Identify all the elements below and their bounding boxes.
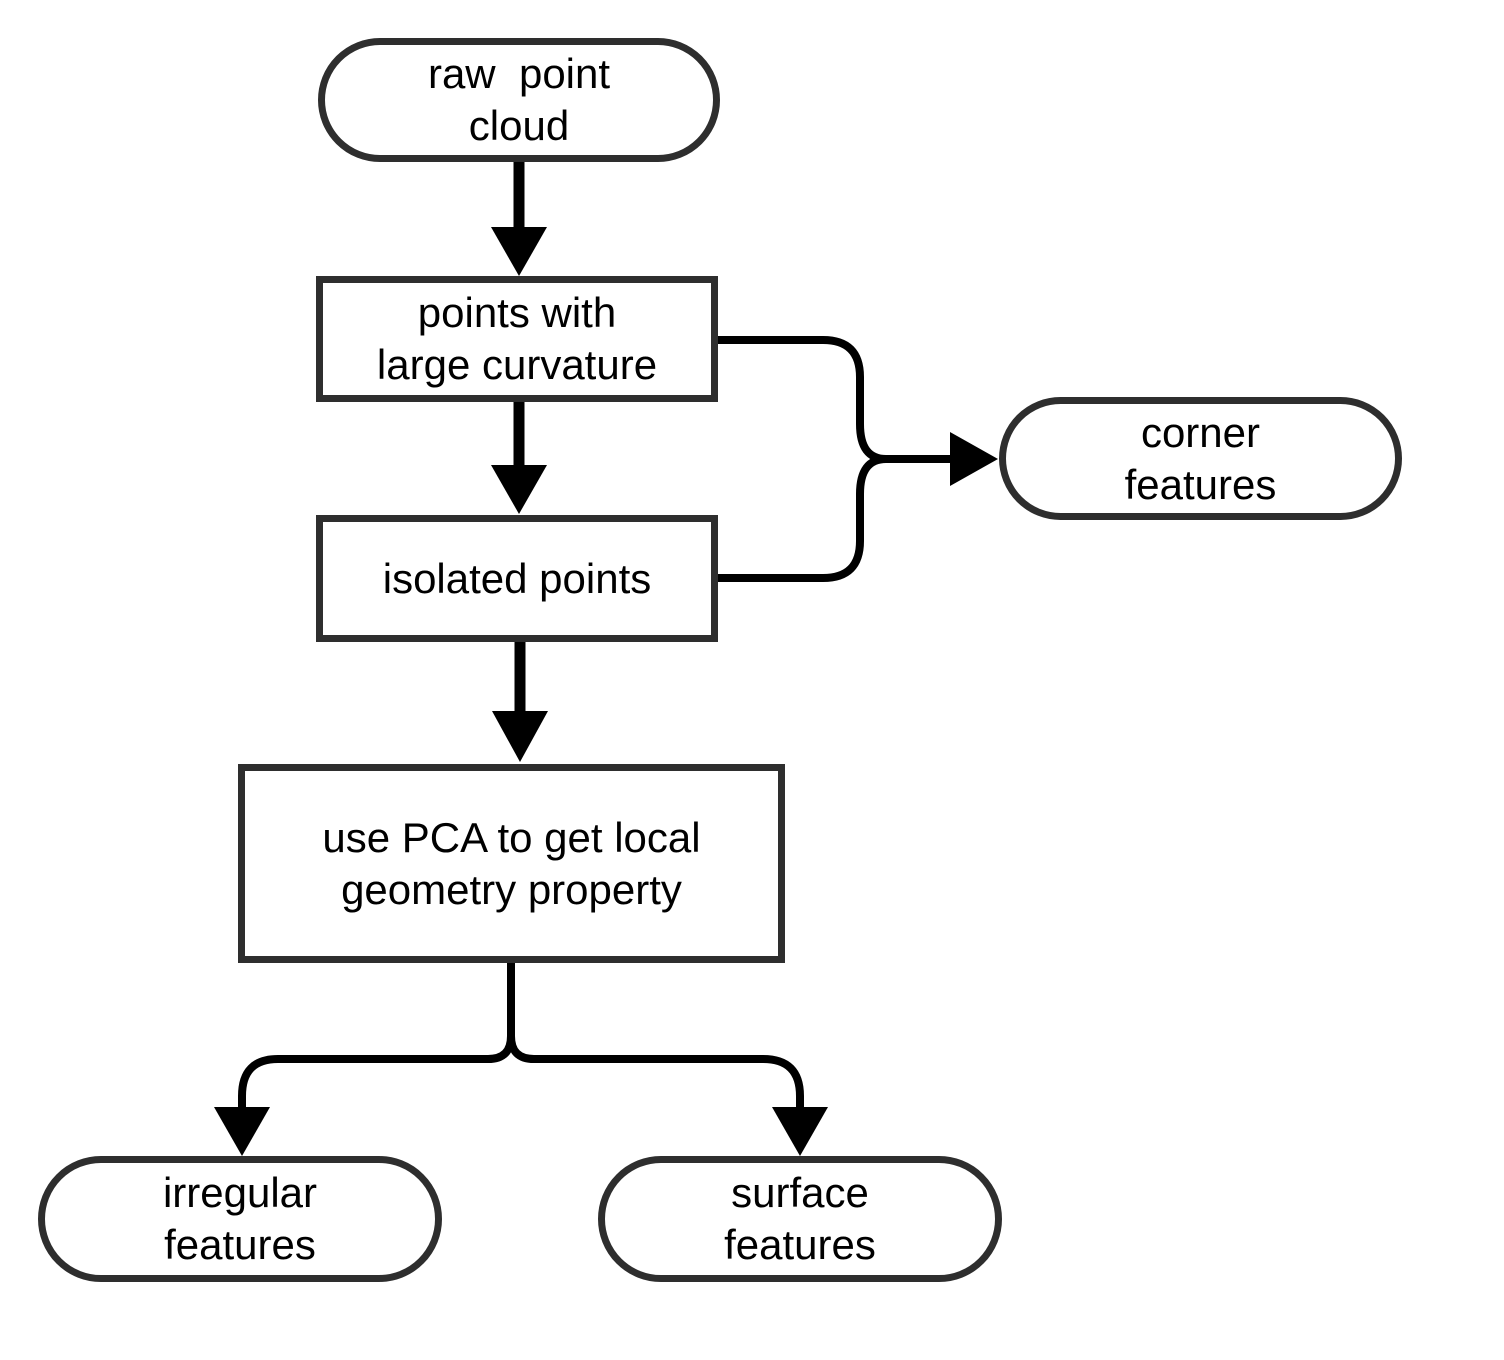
node-irregular-features: irregular features [38, 1156, 442, 1282]
node-raw-point-cloud: raw point cloud [318, 38, 720, 162]
node-points-with-large-curvature: points with large curvature [316, 276, 718, 402]
node-surface-features: surface features [598, 1156, 1002, 1282]
arrow-raw-to-curvature [491, 160, 547, 276]
node-use-pca: use PCA to get local geometry property [238, 764, 785, 963]
merge-connector-to-corner-features [714, 336, 998, 582]
arrow-curvature-to-isolated [491, 402, 547, 514]
node-corner-features: corner features [999, 397, 1402, 520]
split-connector-from-pca [214, 954, 828, 1156]
arrow-isolated-to-pca [492, 642, 548, 762]
node-isolated-points: isolated points [316, 515, 718, 642]
